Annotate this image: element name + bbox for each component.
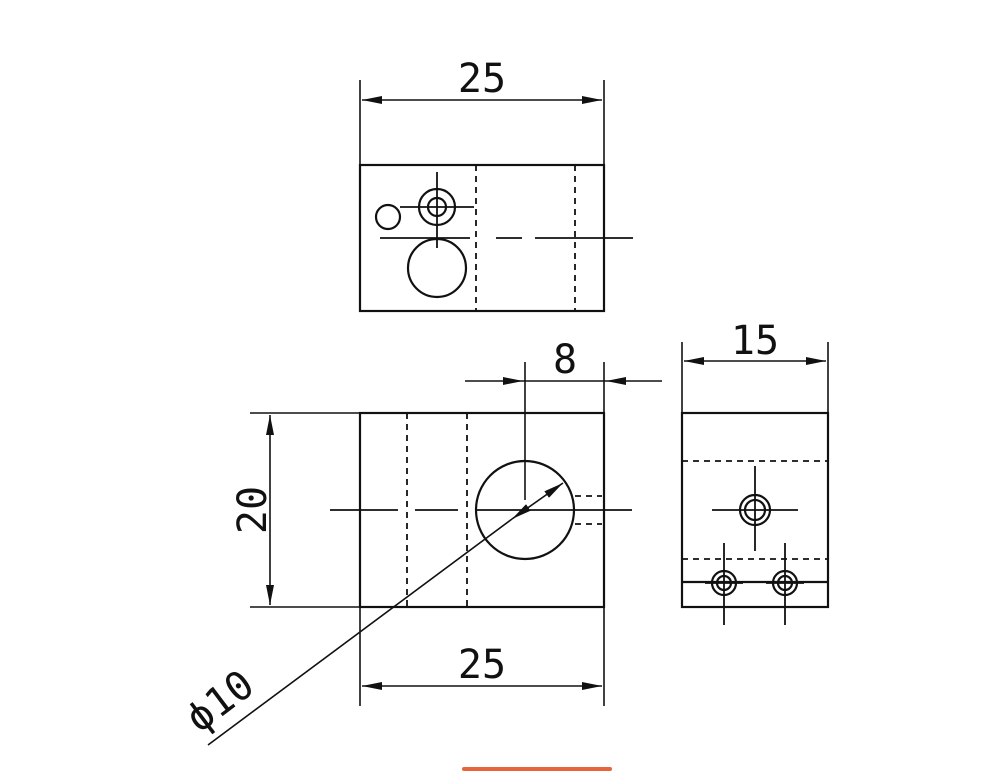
side-view-outline xyxy=(680,411,830,609)
top-width-label: 25 xyxy=(458,56,506,102)
diameter-leader-line xyxy=(207,518,513,746)
top-large-hole xyxy=(406,237,468,299)
front-view: 20 8 25 ϕ10 xyxy=(177,337,662,746)
offset-label: 8 xyxy=(553,337,577,383)
top-view: 25 xyxy=(358,56,633,313)
side-width-label: 15 xyxy=(731,318,779,364)
diameter-label: ϕ10 xyxy=(177,662,262,742)
diameter-dimension-line xyxy=(511,482,564,520)
top-small-hole xyxy=(374,203,402,231)
front-width-label: 25 xyxy=(458,642,506,688)
front-height-label: 20 xyxy=(230,486,276,534)
decorative-fragment xyxy=(462,767,612,771)
side-view: 15 xyxy=(680,318,830,625)
